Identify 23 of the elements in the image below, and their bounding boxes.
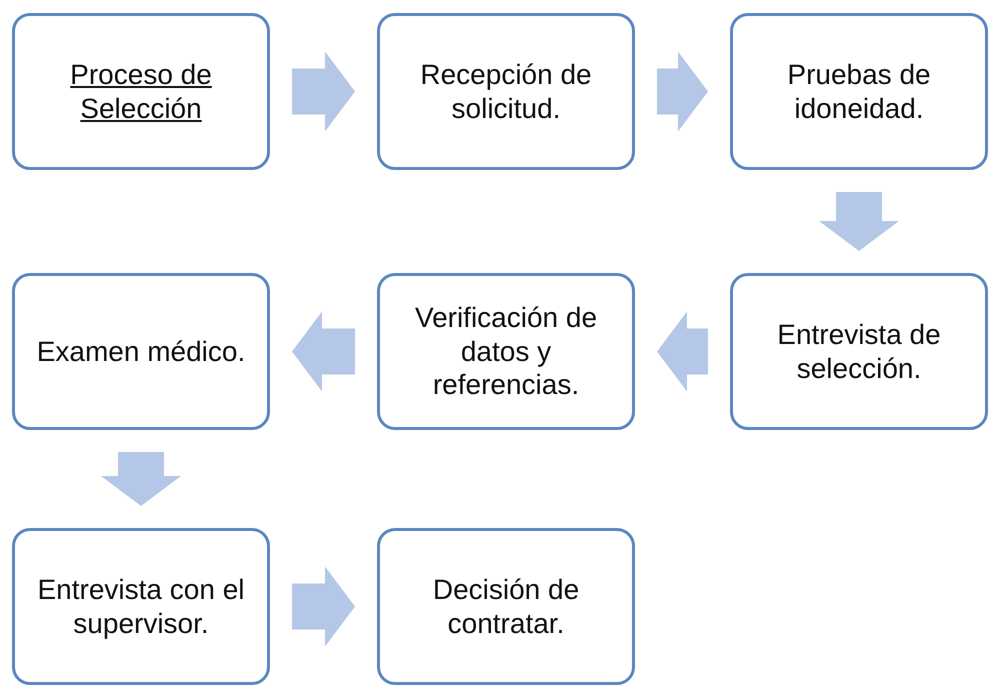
block-arrow [292,312,355,392]
block-arrow [292,566,355,646]
step-text: Entrevista con el supervisor. [36,572,246,640]
process-box [12,273,270,430]
process-box [12,528,270,685]
step-text: Recepción de solicitud. [419,58,593,126]
block-arrow [292,52,355,132]
process-box [377,528,635,685]
block-arrow [657,312,708,392]
process-box [730,273,988,430]
block-arrow [819,192,899,251]
heading-text: Proceso de Selección [69,58,213,126]
process-box [730,13,988,170]
process-box [377,13,635,170]
step-text: Decisión de contratar. [432,572,580,640]
step-text: Verificación de datos y referencias. [414,301,598,402]
step-text: Entrevista de selección. [776,318,942,386]
process-box [12,13,270,170]
process-box [377,273,635,430]
step-text: Examen médico. [36,334,246,368]
step-text: Pruebas de idoneidad. [786,58,932,126]
block-arrow [101,452,181,506]
block-arrow [657,52,708,132]
